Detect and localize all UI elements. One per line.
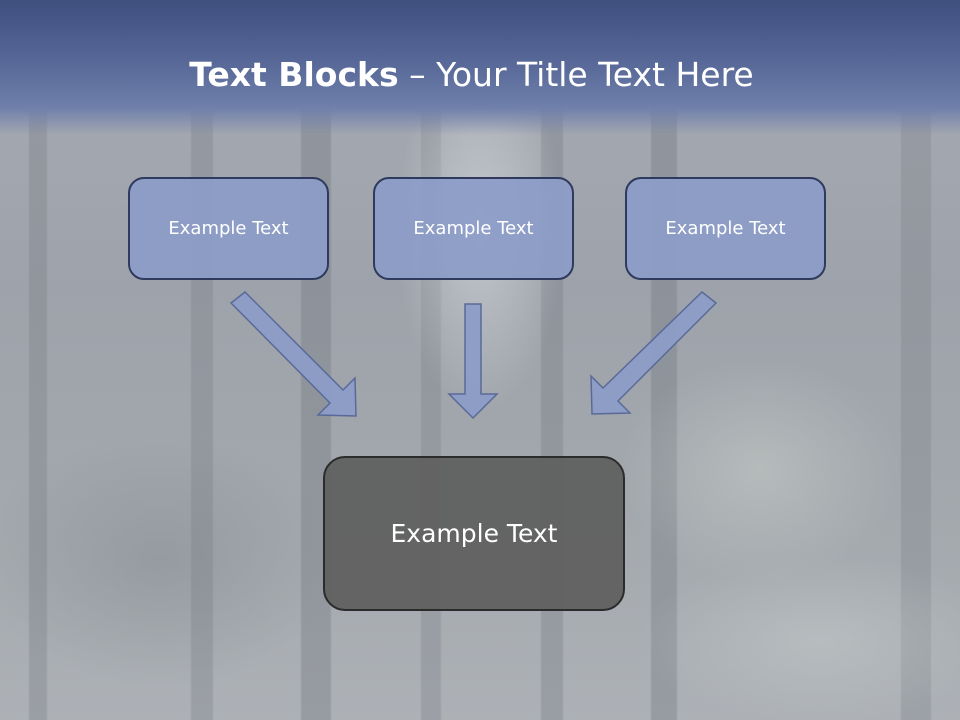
header-band (0, 0, 960, 135)
result-block-label: Example Text (390, 519, 558, 548)
text-block-3-label: Example Text (665, 218, 786, 239)
title-bold: Text Blocks (189, 55, 399, 94)
text-block-2[interactable]: Example Text (373, 177, 574, 280)
title-dash: – (398, 55, 437, 94)
text-block-1[interactable]: Example Text (128, 177, 329, 280)
result-block[interactable]: Example Text (323, 456, 625, 611)
text-block-1-label: Example Text (168, 218, 289, 239)
text-block-3[interactable]: Example Text (625, 177, 826, 280)
title-rest: Your Title Text Here (436, 55, 754, 94)
slide-title: Text Blocks – Your Title Text Here (0, 52, 943, 98)
text-block-2-label: Example Text (413, 218, 534, 239)
